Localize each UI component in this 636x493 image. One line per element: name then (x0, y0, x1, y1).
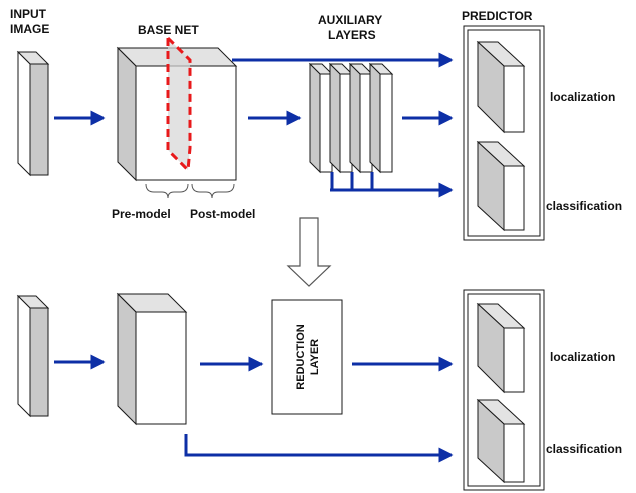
input-image-label-line1: INPUT (10, 7, 47, 21)
reduction-layer-box (271, 299, 343, 415)
predictor-localization-cube-top (476, 40, 526, 134)
split-line-left (166, 38, 190, 172)
auxiliary-slab-3 (348, 62, 374, 174)
input-image-slab-bottom (16, 294, 50, 418)
pre-model-brace (145, 183, 189, 199)
pre-model-label: Pre-model (112, 207, 171, 221)
predictor-label: PREDICTOR (462, 9, 533, 23)
localization-label-top: localization (550, 90, 615, 104)
base-net-label: BASE NET (138, 23, 199, 37)
post-model-label: Post-model (190, 207, 255, 221)
classification-label-bottom: classification (546, 442, 622, 456)
input-image-label-line2: IMAGE (10, 22, 49, 36)
split-line-right (166, 36, 192, 171)
base-net-block (116, 36, 238, 182)
reduction-layer-label-line1: REDUCTION (295, 324, 307, 389)
post-model-brace (191, 183, 235, 199)
pre-model-block-bottom (116, 292, 188, 426)
predictor-box-top (463, 25, 545, 241)
reduction-layer-label-line2: LAYER (309, 339, 321, 375)
predictor-localization-cube-bottom (476, 302, 526, 394)
auxiliary-label-line2: LAYERS (328, 28, 376, 42)
auxiliary-slab-1 (308, 62, 334, 174)
classification-label-top: classification (546, 199, 622, 213)
arrow-pre-model-to-classification (184, 434, 454, 463)
transition-hollow-arrow (286, 217, 332, 287)
reduction-layer-label: REDUCTION LAYER (295, 324, 321, 389)
localization-label-bottom: localization (550, 350, 615, 364)
input-image-slab (16, 50, 50, 177)
auxiliary-slab-2 (328, 62, 354, 174)
predictor-box-bottom (463, 289, 545, 491)
auxiliary-to-classification-connector (330, 172, 454, 198)
predictor-classification-cube-top (476, 140, 526, 232)
auxiliary-slab-4 (368, 62, 394, 174)
auxiliary-label-line1: AUXILIARY (318, 13, 382, 27)
predictor-classification-cube-bottom (476, 398, 526, 484)
auxiliary-layers (308, 62, 394, 174)
